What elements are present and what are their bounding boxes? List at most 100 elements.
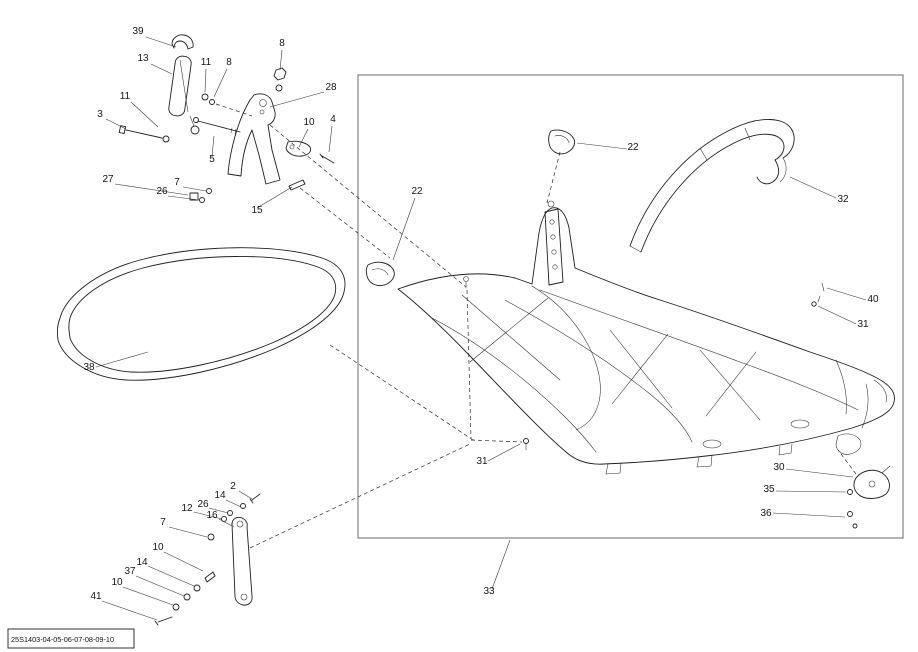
seat-vent-2	[702, 439, 722, 449]
bumper-22-right-seam	[554, 135, 570, 144]
leader-5	[211, 135, 215, 158]
callout-7-b: 7	[160, 517, 166, 528]
seat-seam-lower	[504, 299, 693, 443]
callout-31-right: 31	[857, 319, 869, 330]
callout-31-left: 31	[476, 456, 488, 467]
leader-14b	[147, 565, 195, 587]
hinge-knob	[547, 200, 555, 208]
part-code-label: 25S1403-04-05-06-07-08-09-10	[7, 628, 135, 649]
seal-ring-outer	[56, 247, 346, 381]
seat-cushion-hump	[531, 285, 601, 431]
leader-26a	[167, 195, 200, 201]
leader-39	[145, 36, 177, 48]
seat-foot-tab-1	[605, 462, 622, 475]
leader-15	[256, 186, 293, 209]
pin-4	[319, 153, 335, 164]
callout-16: 16	[206, 510, 218, 521]
callout-32: 32	[837, 194, 849, 205]
leader-8b	[213, 68, 228, 98]
spacer-15	[288, 179, 306, 191]
hinge-hole-3	[551, 249, 557, 255]
seat-foot-tab-2	[696, 454, 713, 468]
callout-35: 35	[763, 484, 775, 495]
leader-16	[218, 518, 235, 528]
dash-vertical	[466, 289, 472, 439]
screw-31-right	[811, 301, 817, 307]
bumper-pads-22	[365, 129, 576, 287]
seat-foot-tab-3	[778, 443, 793, 456]
callout-28: 28	[325, 82, 337, 93]
arm-10	[285, 140, 312, 157]
dash-link-to-seat	[249, 443, 471, 549]
callout-11-b: 11	[120, 91, 131, 102]
screw-31-left	[523, 438, 529, 444]
dashed-lines	[215, 103, 857, 549]
shock-body-line	[179, 59, 189, 113]
leader-41	[101, 600, 158, 621]
nut-7-b	[207, 533, 215, 541]
callout-37: 37	[124, 566, 136, 577]
leader-11b	[130, 101, 159, 128]
leader-28	[269, 91, 325, 108]
callout-33: 33	[483, 586, 495, 597]
callout-8-b: 8	[226, 57, 232, 68]
dash-bumper22r	[546, 151, 561, 204]
screw-36-b	[852, 523, 858, 529]
leader-33	[491, 539, 511, 590]
nut-37	[183, 593, 191, 601]
callout-27: 27	[102, 174, 114, 185]
washer-8-a	[275, 84, 283, 92]
callout-30: 30	[773, 462, 785, 473]
part-code-text: 25S1403-04-05-06-07-08-09-10	[11, 635, 114, 644]
washer-11-b	[162, 135, 170, 143]
handle-band-mark-1	[699, 147, 708, 161]
bolt-3-shaft	[125, 129, 163, 139]
arm-10-hole	[289, 144, 295, 150]
bumper-22-right	[548, 129, 576, 155]
callout-11-a: 11	[201, 57, 212, 68]
dash-latch	[837, 449, 857, 475]
link-hole-top	[236, 520, 244, 528]
washer-7-a	[206, 188, 212, 194]
handle-band-mark-2	[744, 127, 751, 141]
seat-vent-1	[790, 419, 810, 429]
hinge-strip	[544, 208, 564, 286]
callout-4: 4	[330, 114, 336, 125]
seal-ring-38	[56, 247, 346, 381]
callout-14-b: 14	[136, 557, 148, 568]
leader-32	[789, 176, 837, 199]
callout-8-a: 8	[279, 38, 285, 49]
leader-4	[328, 125, 333, 153]
washer-14-a	[240, 503, 246, 509]
leader-7a	[182, 186, 207, 192]
leader-13	[150, 63, 173, 75]
dash-washers-to-bracket	[215, 103, 253, 117]
link-hole-bottom	[240, 593, 248, 601]
leader-22l	[392, 197, 416, 261]
callout-10-a: 10	[303, 117, 315, 128]
callout-40: 40	[867, 294, 879, 305]
seat-assembly	[397, 200, 895, 475]
leader-14a	[225, 499, 242, 508]
handle-strap-end	[756, 159, 780, 185]
detail-box-frame	[357, 74, 904, 539]
callout-7-a: 7	[174, 177, 180, 188]
leader-38	[95, 351, 149, 368]
leader-35	[775, 490, 847, 493]
part-code-box	[7, 628, 135, 649]
hinge-hole-2	[550, 234, 556, 240]
callouts: 39 13 8 11 8 28 11 3 10 4 5 27 7 26 15 2…	[83, 26, 879, 602]
washer-10-d	[172, 603, 180, 611]
leader-37	[135, 575, 185, 597]
callout-10-c: 10	[111, 577, 123, 588]
callout-14-a: 14	[214, 490, 226, 501]
nut-8-a	[273, 67, 287, 81]
pin-40	[817, 282, 825, 303]
link-strap-16	[231, 516, 253, 606]
handle-strap-edge	[779, 157, 787, 183]
bumper-22-left	[365, 261, 395, 287]
hinge-hole-1	[549, 219, 555, 225]
spacer-10-c	[204, 571, 216, 583]
